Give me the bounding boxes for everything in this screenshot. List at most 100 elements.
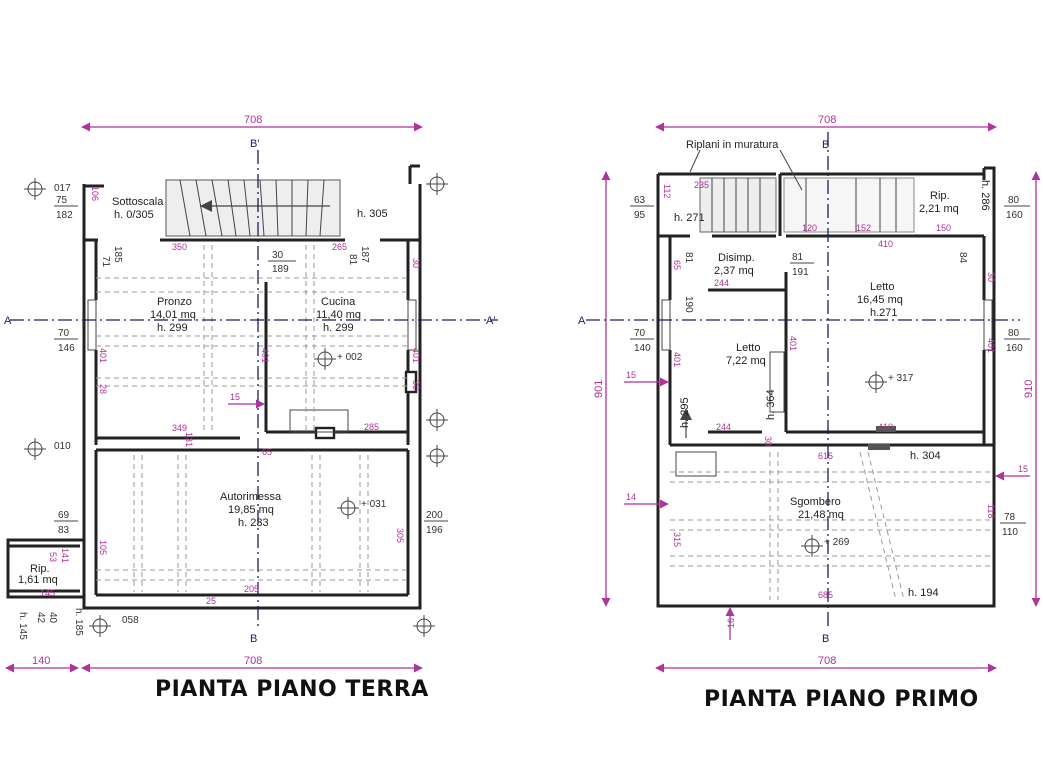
dim-80-mid: 80: [1008, 328, 1020, 339]
dim-106: 106: [90, 186, 100, 201]
dim-401-right: 401: [411, 348, 421, 363]
dim-83: 83: [58, 525, 70, 536]
level-058: 058: [122, 615, 139, 626]
dim-14: 14: [626, 492, 636, 502]
height-304: h. 304: [910, 450, 941, 462]
label-riplani: Riplani in muratura: [686, 139, 779, 151]
room-height-letto-1: h.271: [870, 307, 898, 319]
first-stair: [675, 177, 915, 477]
title-ground-floor: PIANTA PIANO TERRA: [155, 677, 429, 702]
dim-65-2: 65: [672, 260, 682, 270]
dim-182: 182: [56, 210, 73, 221]
dim-25: 25: [206, 596, 216, 606]
dim-160-mid: 160: [1006, 343, 1023, 354]
room-area-cucina: 11,40 mq: [316, 309, 361, 321]
dim-349: 349: [172, 423, 187, 433]
ground-walls: [82, 164, 422, 610]
room-name-autorimessa: Autorimessa: [220, 491, 282, 503]
dim-285: 285: [364, 422, 379, 432]
level-317: + 317: [888, 373, 914, 384]
height-295: h. 295: [679, 397, 691, 428]
dim-146: 146: [58, 343, 75, 354]
room-name-disimp: Disimp.: [718, 252, 755, 264]
room-height-cucina: h. 299: [323, 322, 354, 334]
dim-h185: h. 185: [73, 608, 84, 636]
dim-112: 112: [662, 184, 672, 198]
room-name-cucina: Cucina: [321, 296, 356, 308]
dim-75: 75: [56, 195, 68, 206]
dim-401-mid-2: 401: [788, 336, 798, 351]
dim-120: 120: [802, 223, 817, 233]
dim-265: 265: [332, 242, 347, 252]
dim-189: 189: [272, 264, 289, 275]
dim-right-label-2: 910: [1023, 380, 1035, 398]
dim-70-2: 70: [634, 328, 646, 339]
dim-63: 63: [634, 195, 646, 206]
room-area-letto-1: 16,45 mq: [857, 294, 903, 306]
room-name-letto-2: Letto: [736, 342, 760, 354]
room-name-sgombero: Sgombero: [790, 496, 841, 508]
dim-95: 95: [634, 210, 646, 221]
room-name-rip-2: Rip.: [930, 190, 950, 202]
dim-410-bottom: 410: [878, 422, 893, 432]
dim-53: 53: [48, 552, 58, 562]
dim-78: 78: [1004, 512, 1016, 523]
room-name-letto-1: Letto: [870, 281, 894, 293]
dim-140: 140: [634, 343, 651, 354]
dim-401-left: 401: [98, 348, 108, 363]
hearth-outline: [289, 409, 349, 433]
axis-label-b-bottom-2: B: [822, 633, 829, 645]
dim-40: 40: [47, 612, 58, 624]
room-area-letto-2: 7,22 mq: [726, 355, 766, 367]
axis-label-b-prime: B': [250, 138, 259, 150]
dim-190: 190: [683, 296, 694, 313]
room-area-rip-2: 2,21 mq: [919, 203, 959, 215]
dim-160-top: 160: [1006, 210, 1023, 221]
room-name-rip: Rip.: [30, 563, 50, 575]
dim-84: 84: [957, 252, 968, 264]
dim-150: 150: [936, 223, 951, 233]
dim-235: 235: [694, 180, 709, 190]
ground-floor-plan: 708 708 140: [4, 114, 498, 673]
dim-30-top-2: 30: [986, 272, 996, 282]
dim-145: 145: [40, 588, 55, 598]
level-010: 010: [54, 441, 71, 452]
dim-350: 350: [172, 242, 187, 252]
height-286: h. 286: [979, 180, 991, 211]
dim-105: 105: [98, 540, 108, 555]
first-floor-plan: 708 708 901 910: [578, 114, 1041, 673]
dim-15: 15: [230, 392, 240, 402]
dim-141: 141: [60, 548, 70, 563]
axis-label-b: B: [250, 633, 257, 645]
dim-left-ext-label: 140: [32, 655, 50, 667]
dim-81: 81: [347, 254, 358, 266]
dim-401-left-2: 401: [672, 352, 682, 367]
dim-244-bottom: 244: [716, 422, 731, 432]
stair-height: h. 305: [357, 208, 388, 220]
dim-left-label-2: 901: [593, 380, 605, 398]
first-walls: [656, 166, 996, 608]
axis-label-a: A: [4, 315, 12, 327]
dim-81: 81: [792, 252, 804, 263]
dim-bottom-label: 708: [244, 655, 262, 667]
window-right: [407, 299, 417, 351]
dim-191: 191: [792, 267, 809, 278]
dim-685: 685: [818, 590, 833, 600]
room-area-rip: 1,61 mq: [18, 574, 58, 586]
level-269: + 269: [824, 537, 850, 548]
room-height-pronzo: h. 299: [157, 322, 188, 334]
dim-69: 69: [58, 510, 70, 521]
dim-185: 185: [112, 246, 123, 263]
height-364: h. 364: [765, 389, 777, 420]
dim-118: 118: [986, 504, 996, 518]
dim-30-bottom: 30: [411, 380, 421, 390]
dim-70: 70: [58, 328, 70, 339]
dim-30-mid-2: 30: [763, 436, 773, 446]
chimney-icon: [314, 426, 336, 440]
dim-71: 71: [100, 256, 111, 268]
ground-stair: [165, 179, 341, 237]
dim-30: 30: [272, 250, 284, 261]
dim-h145: h. 145: [17, 612, 28, 640]
dim-305: 305: [395, 528, 405, 543]
